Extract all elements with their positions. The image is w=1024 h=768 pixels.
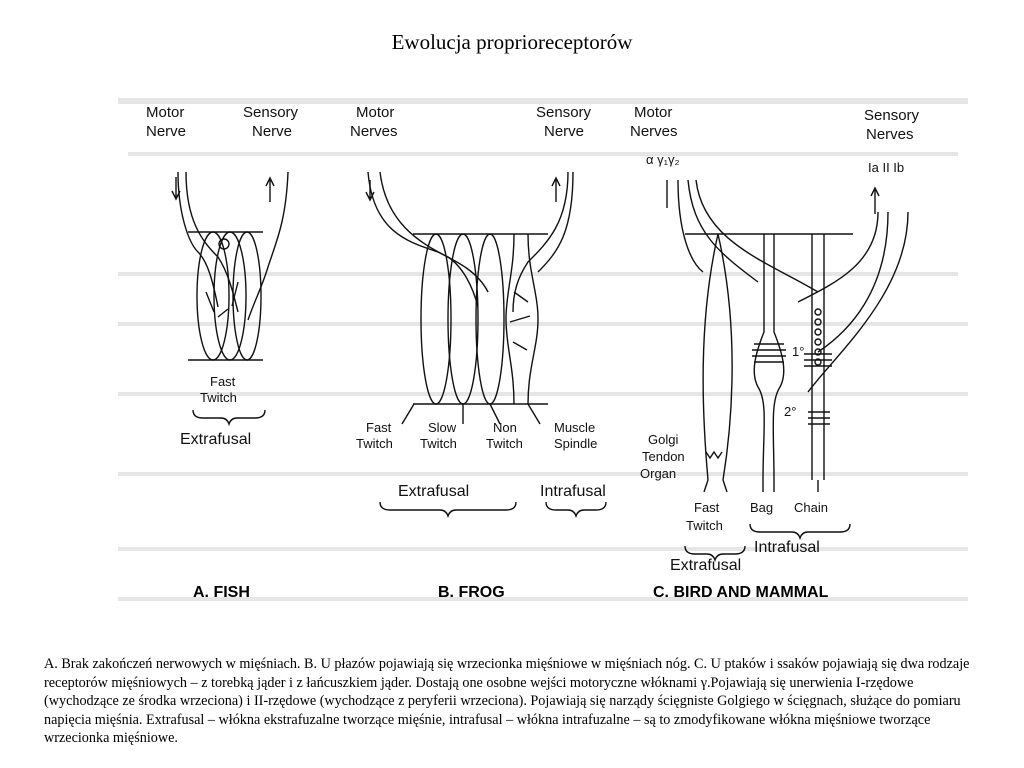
bird-intrafusal-label: Intrafusal (754, 539, 820, 556)
bird-motor-greek-label: α γ₁γ₂ (646, 152, 680, 167)
panel-frog (365, 171, 607, 519)
background-texture (118, 98, 968, 601)
secondary-ending-label: 2° (784, 404, 796, 419)
sensory-arrow-icon (870, 186, 880, 214)
sensory-arrow-icon (551, 176, 561, 202)
frog-extrafusal-label: Extrafusal (398, 483, 469, 500)
bird-sensory-types-label: Ia II Ib (868, 160, 904, 175)
frog-intrafusal-label: Intrafusal (540, 483, 606, 500)
bag-label: Bag (750, 500, 773, 515)
frog-caption: B. FROG (438, 584, 505, 601)
panel-bird (666, 179, 909, 563)
panel-fish (171, 171, 289, 427)
fish-caption: A. FISH (193, 584, 250, 601)
bird-caption: C. BIRD AND MAMMAL (653, 584, 829, 601)
chain-label: Chain (794, 500, 828, 515)
fish-extrafusal-label: Extrafusal (180, 431, 251, 448)
sensory-arrow-icon (265, 176, 275, 202)
primary-ending-label: 1° (792, 344, 804, 359)
description-text: A. Brak zakończeń nerwowych w mięśniach.… (44, 656, 970, 746)
slide-title: Ewolucja proprioreceptorów (391, 30, 633, 54)
bird-extrafusal-label: Extrafusal (670, 557, 741, 574)
